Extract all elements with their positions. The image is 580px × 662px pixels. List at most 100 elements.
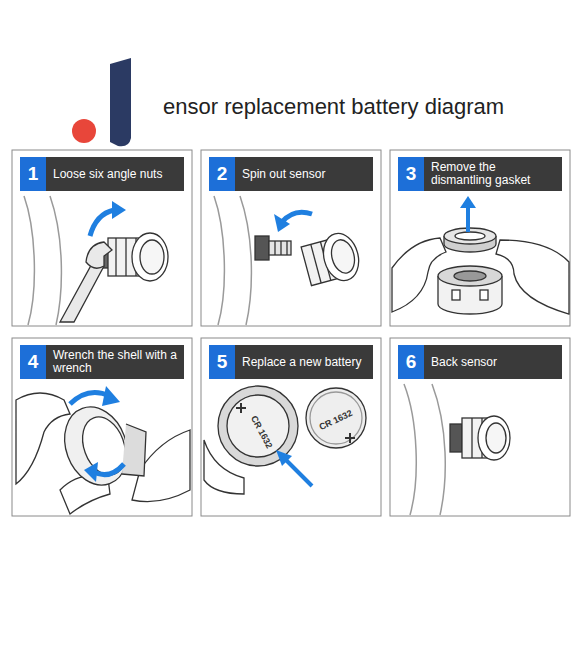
step-number-box: 2 xyxy=(209,157,235,191)
step-label: Loose six angle nuts xyxy=(46,157,184,191)
hand xyxy=(16,393,190,514)
blue-arrow xyxy=(102,386,120,406)
sensor xyxy=(140,240,164,274)
sensor xyxy=(95,233,168,281)
tire xyxy=(432,384,445,515)
valve-stem xyxy=(255,236,291,260)
coin-battery xyxy=(349,433,351,443)
sensor xyxy=(478,416,510,460)
panel-frame xyxy=(12,150,192,326)
blue-arrow xyxy=(282,212,312,222)
logo xyxy=(72,58,131,146)
blue-arrow xyxy=(274,212,312,232)
wrench xyxy=(86,242,112,268)
battery-holder xyxy=(240,403,242,413)
blue-arrow xyxy=(284,458,312,486)
panel-frame xyxy=(201,338,381,516)
panel-frame xyxy=(201,150,381,326)
step-header-bar: 4 Wrench the shell with a wrench xyxy=(20,345,184,379)
sensor xyxy=(438,266,502,314)
tire xyxy=(240,196,251,325)
step-header-bar: 6 Back sensor xyxy=(398,345,562,379)
step-number-box: 4 xyxy=(20,345,46,379)
sensor xyxy=(452,290,460,300)
tire xyxy=(404,384,445,515)
wrench xyxy=(60,242,112,322)
sensor xyxy=(450,424,462,452)
valve-stem xyxy=(280,241,281,255)
blue-arrow xyxy=(276,450,292,466)
hand xyxy=(16,393,70,484)
sensor xyxy=(454,271,486,281)
battery-holder xyxy=(227,395,289,457)
blue-arrow xyxy=(274,214,290,232)
coin-battery xyxy=(306,388,366,448)
sensor xyxy=(471,418,472,458)
step-number: 3 xyxy=(406,163,417,185)
step-label: Replace a new battery xyxy=(235,345,373,379)
coin-battery xyxy=(306,388,366,448)
step-label: Back sensor xyxy=(424,345,562,379)
panel-frame xyxy=(390,150,570,326)
tire xyxy=(214,196,251,325)
sensor xyxy=(438,266,502,286)
diagram-title: ensor replacement battery diagram xyxy=(163,94,504,120)
step-number-box: 1 xyxy=(20,157,46,191)
step-header-bar: 5 Replace a new battery xyxy=(209,345,373,379)
battery-holder xyxy=(218,386,298,466)
tire xyxy=(50,196,61,325)
step-header-bar: 3 Remove the dismantling gasket xyxy=(398,157,562,191)
sensor xyxy=(132,233,168,281)
battery-holder xyxy=(218,386,298,466)
blue-arrow xyxy=(460,196,476,232)
step-number: 4 xyxy=(28,351,39,373)
blue-arrow xyxy=(112,201,126,219)
step-number: 5 xyxy=(217,351,228,373)
step-label: Remove the dismantling gasket xyxy=(424,157,562,191)
blue-arrow xyxy=(460,196,476,208)
step-number: 1 xyxy=(28,163,39,185)
panel-frame xyxy=(390,338,570,516)
blue-arrow xyxy=(70,386,124,482)
step-label: Wrench the shell with a wrench xyxy=(46,345,184,379)
sensor xyxy=(125,238,126,276)
sensor-shell xyxy=(122,424,146,476)
step-number: 2 xyxy=(217,163,228,185)
logo xyxy=(110,58,131,146)
blue-arrow xyxy=(94,464,124,475)
sensor xyxy=(300,229,364,289)
step-label: Spin out sensor xyxy=(235,157,373,191)
step-header-bar: 2 Spin out sensor xyxy=(209,157,373,191)
panel-frame xyxy=(12,338,192,516)
tire xyxy=(24,196,34,325)
wrench xyxy=(60,260,104,322)
hand xyxy=(496,240,569,314)
battery-label: CR 1632 xyxy=(318,408,354,432)
step-number: 6 xyxy=(406,351,417,373)
valve-stem xyxy=(269,241,291,255)
step-header-bar: 1 Loose six angle nuts xyxy=(20,157,184,191)
battery-label: CR 1632 xyxy=(249,414,275,450)
tire xyxy=(214,196,224,325)
sensor-shell xyxy=(54,398,146,494)
sensor xyxy=(311,244,321,283)
sensor xyxy=(318,229,363,284)
logo xyxy=(72,119,96,143)
valve-stem xyxy=(274,241,275,255)
blue-arrow xyxy=(466,206,470,232)
blue-arrow xyxy=(90,210,114,236)
valve-stem xyxy=(286,241,287,255)
step-number-box: 5 xyxy=(209,345,235,379)
sensor xyxy=(480,290,488,300)
sensor xyxy=(450,416,510,460)
blue-arrow xyxy=(276,450,312,486)
tire xyxy=(404,384,416,515)
sensor xyxy=(115,238,116,276)
tire xyxy=(24,196,61,325)
blue-arrow xyxy=(90,201,126,236)
valve-stem xyxy=(255,236,269,260)
step-number-box: 6 xyxy=(398,345,424,379)
gasket xyxy=(455,232,485,240)
step-number-box: 3 xyxy=(398,157,424,191)
